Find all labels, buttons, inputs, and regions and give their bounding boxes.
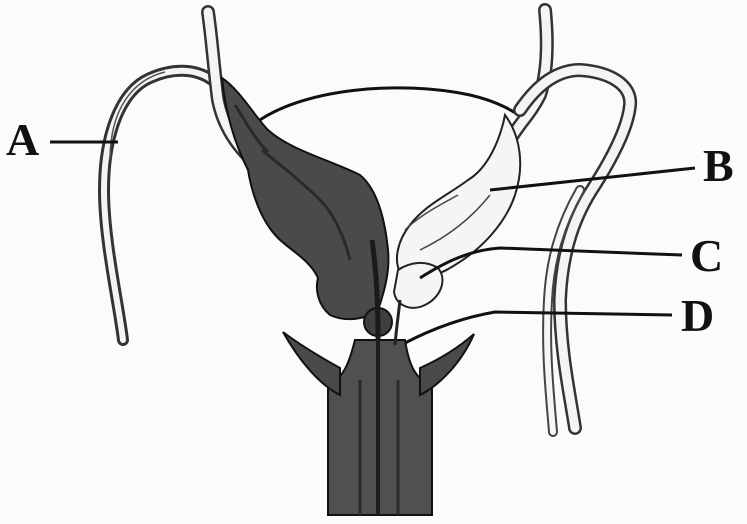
label-b: B	[703, 143, 734, 189]
label-a: A	[6, 117, 39, 163]
right-ejaculatory-duct	[395, 300, 400, 345]
label-c: C	[690, 233, 723, 279]
left-bulbourethral-wing	[283, 332, 340, 395]
bladder-outline	[253, 88, 525, 125]
right-seminal-vesicle	[397, 115, 520, 278]
right-bulbourethral-wing	[420, 334, 474, 395]
leader-line-d	[405, 312, 672, 343]
left-seminal-vesicle	[222, 78, 388, 319]
label-d: D	[681, 293, 714, 339]
